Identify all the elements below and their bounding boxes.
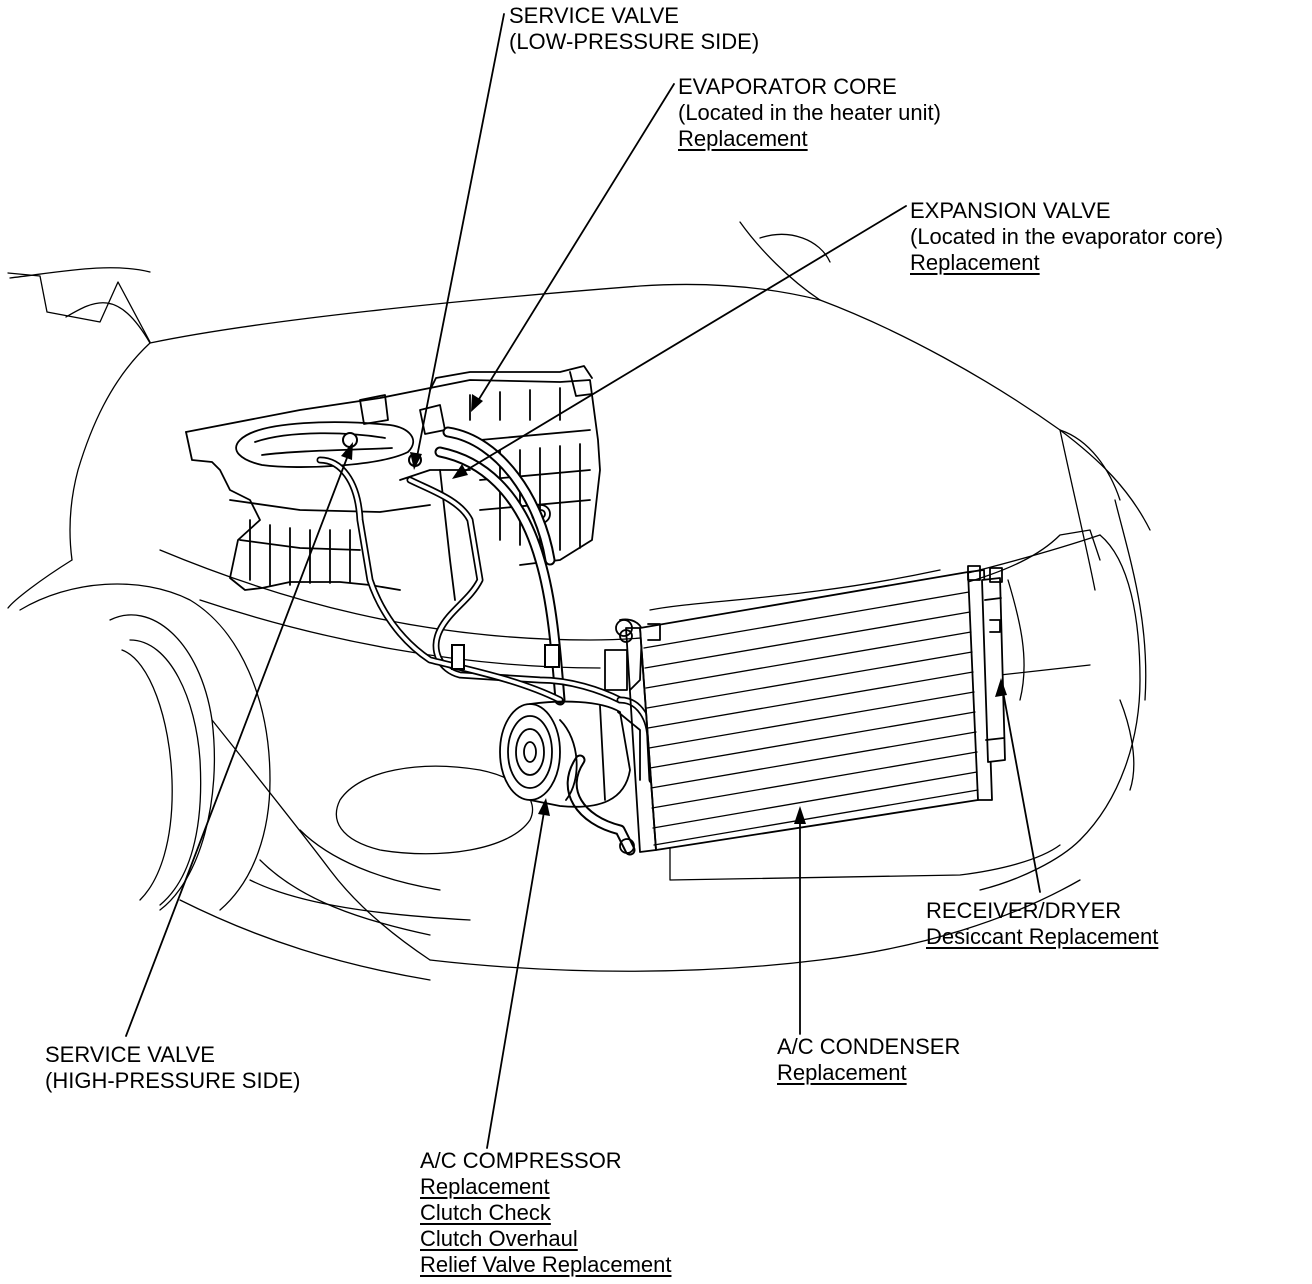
- label-line: (LOW-PRESSURE SIDE): [509, 29, 760, 54]
- receiver-dryer-drawing: [967, 565, 1006, 763]
- ac-compressor-clutch-check-link[interactable]: Clutch Check: [420, 1200, 551, 1225]
- label-ac-compressor: A/C COMPRESSOR Replacement Clutch Check …: [420, 1148, 672, 1278]
- leader-ac-compressor: [486, 805, 546, 1149]
- callout-leader-lines: [125, 13, 1041, 1149]
- label-service-valve-high: SERVICE VALVE (HIGH-PRESSURE SIDE): [45, 1042, 300, 1094]
- label-line: EVAPORATOR CORE: [678, 74, 897, 99]
- leader-service-valve-low: [415, 13, 505, 463]
- label-line: SERVICE VALVE: [509, 3, 679, 28]
- label-line: A/C CONDENSER: [777, 1034, 961, 1059]
- leader-evaporator-core: [475, 83, 675, 405]
- label-line: (Located in the heater unit): [678, 100, 941, 125]
- label-line: EXPANSION VALVE: [910, 198, 1111, 223]
- label-receiver-dryer: RECEIVER/DRYER Desiccant Replacement: [926, 898, 1158, 950]
- label-line: A/C COMPRESSOR: [420, 1148, 622, 1173]
- ac-compressor-clutch-overhaul-link[interactable]: Clutch Overhaul: [420, 1226, 578, 1251]
- leader-receiver-dryer: [1001, 685, 1041, 893]
- ac-condenser-replacement-link[interactable]: Replacement: [777, 1060, 907, 1085]
- label-line: (Located in the evaporator core): [910, 224, 1224, 249]
- evaporator-core-replacement-link[interactable]: Replacement: [678, 126, 808, 151]
- refrigerant-lines: [316, 426, 656, 856]
- ac-compressor-drawing: [499, 618, 643, 808]
- ac-compressor-replacement-link[interactable]: Replacement: [420, 1174, 550, 1199]
- ac-condenser-drawing: [619, 569, 993, 854]
- expansion-valve-replacement-link[interactable]: Replacement: [910, 250, 1040, 275]
- label-line: (HIGH-PRESSURE SIDE): [45, 1068, 301, 1093]
- label-line: SERVICE VALVE: [45, 1042, 215, 1067]
- label-ac-condenser: A/C CONDENSER Replacement: [777, 1034, 960, 1086]
- ac-compressor-relief-valve-replacement-link[interactable]: Relief Valve Replacement: [420, 1252, 672, 1277]
- label-service-valve-low: SERVICE VALVE (LOW-PRESSURE SIDE): [509, 3, 759, 55]
- receiver-dryer-desiccant-replacement-link[interactable]: Desiccant Replacement: [926, 924, 1159, 949]
- label-expansion-valve: EXPANSION VALVE (Located in the evaporat…: [910, 198, 1223, 276]
- label-line: RECEIVER/DRYER: [926, 898, 1122, 923]
- vehicle-body-outline: [7, 221, 1151, 981]
- label-evaporator-core: EVAPORATOR CORE (Located in the heater u…: [678, 74, 941, 152]
- leader-service-valve-high: [125, 449, 351, 1037]
- leader-expansion-valve: [459, 205, 907, 475]
